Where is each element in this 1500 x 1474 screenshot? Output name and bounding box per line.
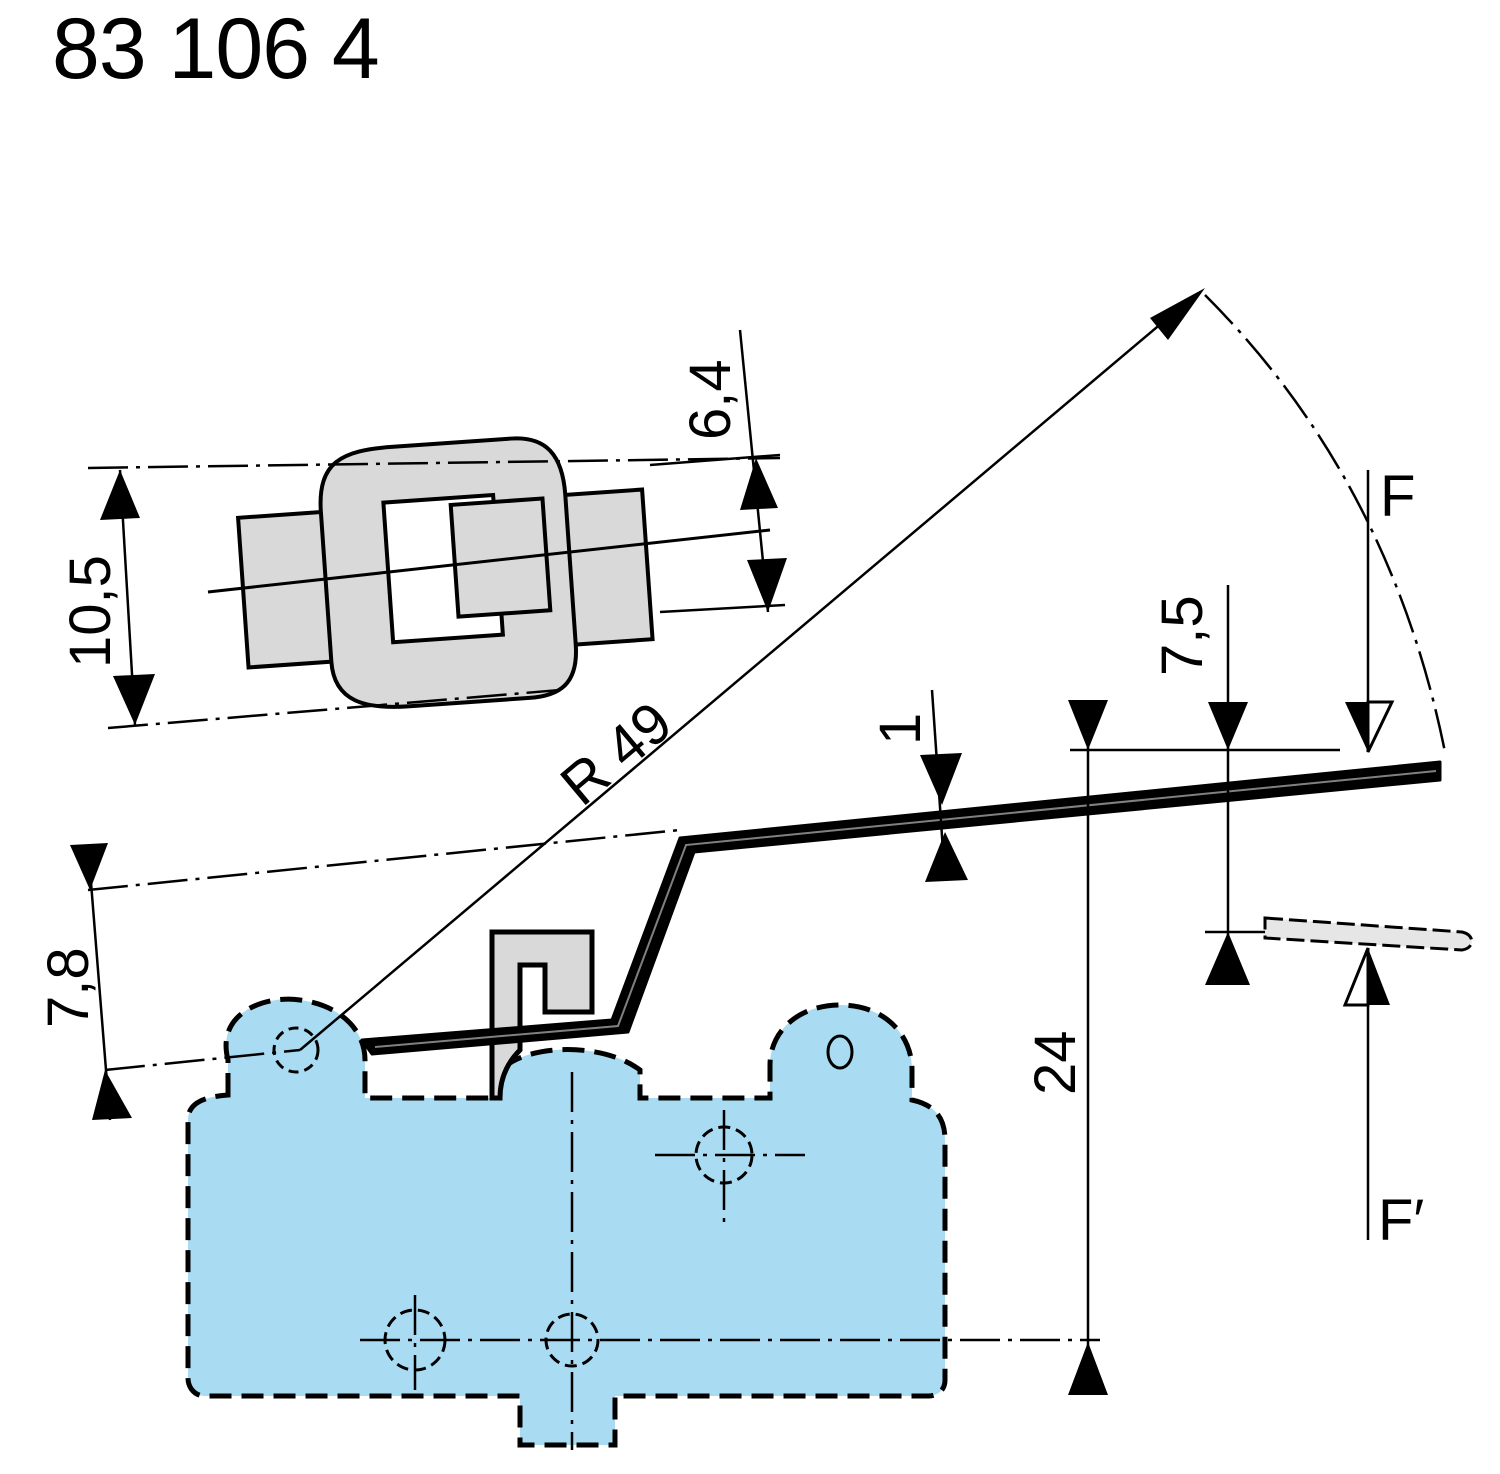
dimension-10-5-label: 10,5 [58, 555, 123, 668]
part-number-title: 83 106 4 [52, 1, 380, 97]
force-f-prime-label: F′ [1378, 1188, 1424, 1253]
dimension-7-5: 7,5 [1150, 585, 1270, 985]
lever-arm [360, 760, 1442, 1056]
dimension-1-label: 1 [868, 713, 933, 745]
dimension-7-8-label: 7,8 [36, 947, 101, 1028]
lever-phantom-position [1263, 916, 1474, 952]
mounting-hole-small [826, 1034, 854, 1070]
dimension-6-4: 6,4 [678, 329, 787, 613]
actuator-centerline [207, 528, 771, 594]
dimension-1: 1 [868, 689, 968, 882]
dimension-24-label: 24 [1023, 1030, 1088, 1095]
dimension-24: 24 [1023, 700, 1340, 1395]
plunger-housing [489, 929, 595, 1101]
lever [360, 760, 1442, 1056]
dimension-10-5: 10,5 [58, 469, 155, 726]
dimension-7-8: 7,8 [36, 828, 681, 1121]
dimension-6-4-label: 6,4 [678, 359, 743, 440]
radius-label: R 49 [549, 689, 685, 818]
mounting-hole-upper [655, 1110, 805, 1230]
force-f-indicator: F [1345, 464, 1415, 753]
dimension-7-5-label: 7,5 [1150, 595, 1215, 676]
force-f-prime-indicator: F′ [1342, 947, 1424, 1253]
switch-body [185, 929, 1100, 1450]
switch-body-shape [185, 996, 948, 1448]
force-f-label: F [1380, 464, 1415, 529]
pivot-hole [272, 1026, 320, 1074]
actuator-detail [235, 436, 655, 709]
